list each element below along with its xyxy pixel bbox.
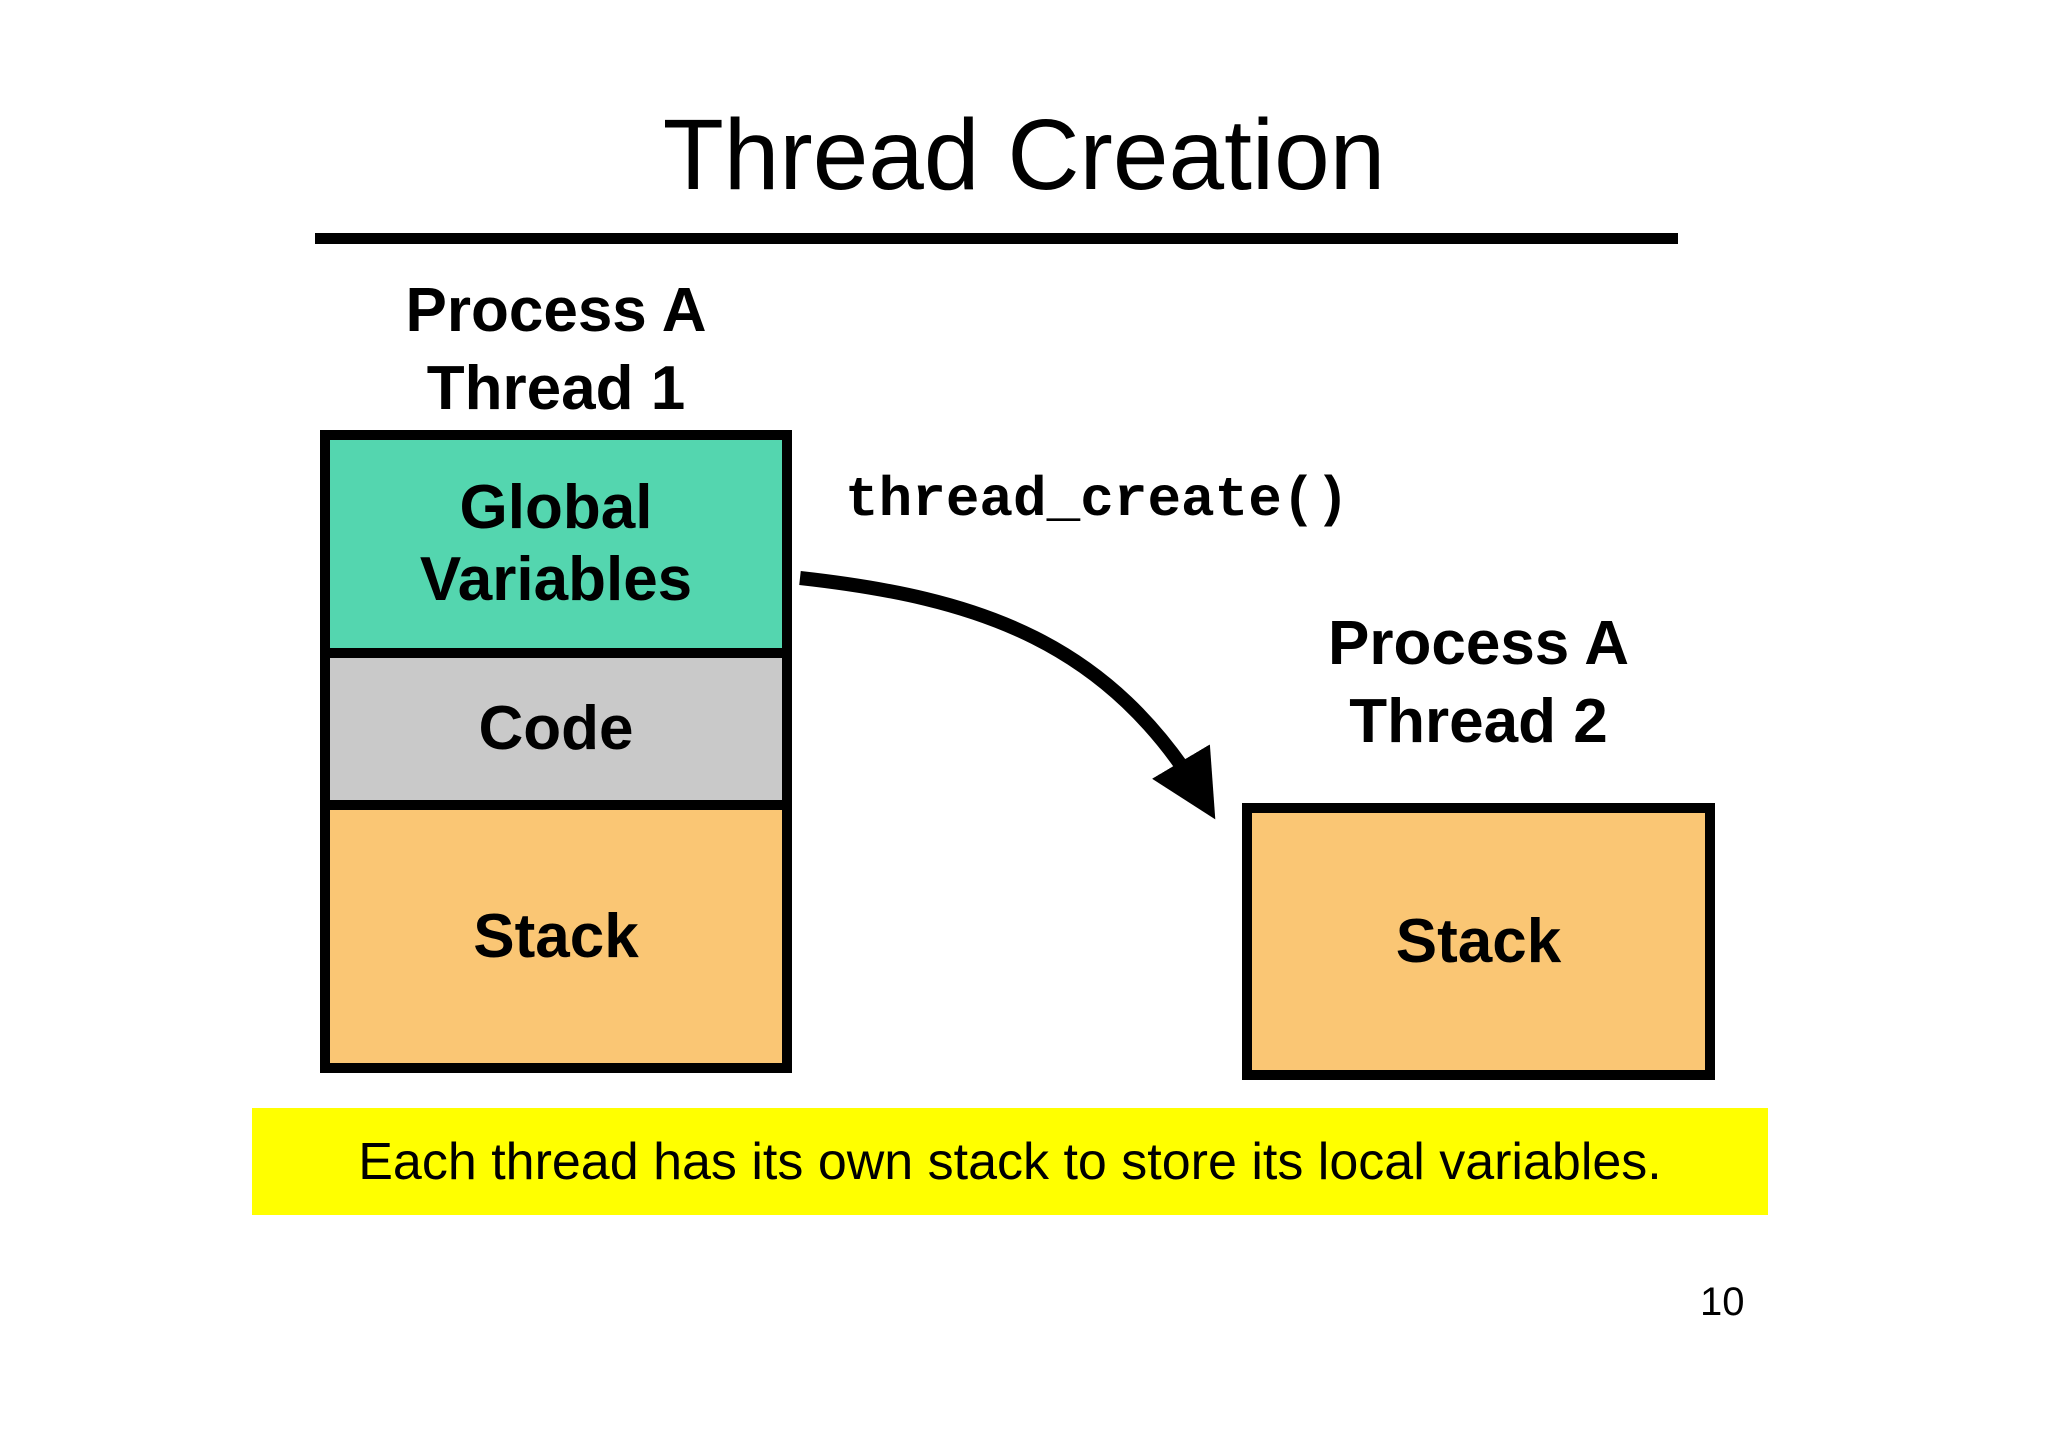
code-segment: Code	[330, 648, 782, 800]
global-variables-label-line1: Global	[459, 473, 653, 542]
page-number: 10	[1700, 1280, 1745, 1324]
thread2-heading-process: Process A	[1328, 609, 1629, 678]
thread1-stack-segment: Stack	[330, 800, 782, 1063]
global-variables-label-line2: Variables	[419, 545, 693, 614]
caption-text: Each thread has its own stack to store i…	[358, 1132, 1662, 1191]
thread2-stack-box: Stack	[1242, 803, 1715, 1080]
code-label: Code	[478, 694, 634, 763]
thread2-heading-thread: Thread 2	[1349, 687, 1608, 756]
page-title: Thread Creation	[662, 99, 1386, 211]
thread1-heading: Process A Thread 1	[320, 272, 792, 428]
thread1-stack-label: Stack	[473, 901, 639, 971]
thread-create-call-label: thread_create()	[845, 468, 1350, 532]
thread1-heading-thread: Thread 1	[426, 354, 686, 423]
title-underline	[315, 233, 1678, 244]
thread2-heading: Process A Thread 2	[1242, 605, 1715, 761]
global-variables-segment: Global Variables	[330, 440, 782, 648]
caption-highlight-banner: Each thread has its own stack to store i…	[252, 1108, 1768, 1215]
thread1-memory-box: Global Variables Code Stack	[320, 430, 792, 1073]
thread2-stack-label: Stack	[1395, 907, 1562, 976]
thread1-heading-process: Process A	[405, 276, 707, 345]
